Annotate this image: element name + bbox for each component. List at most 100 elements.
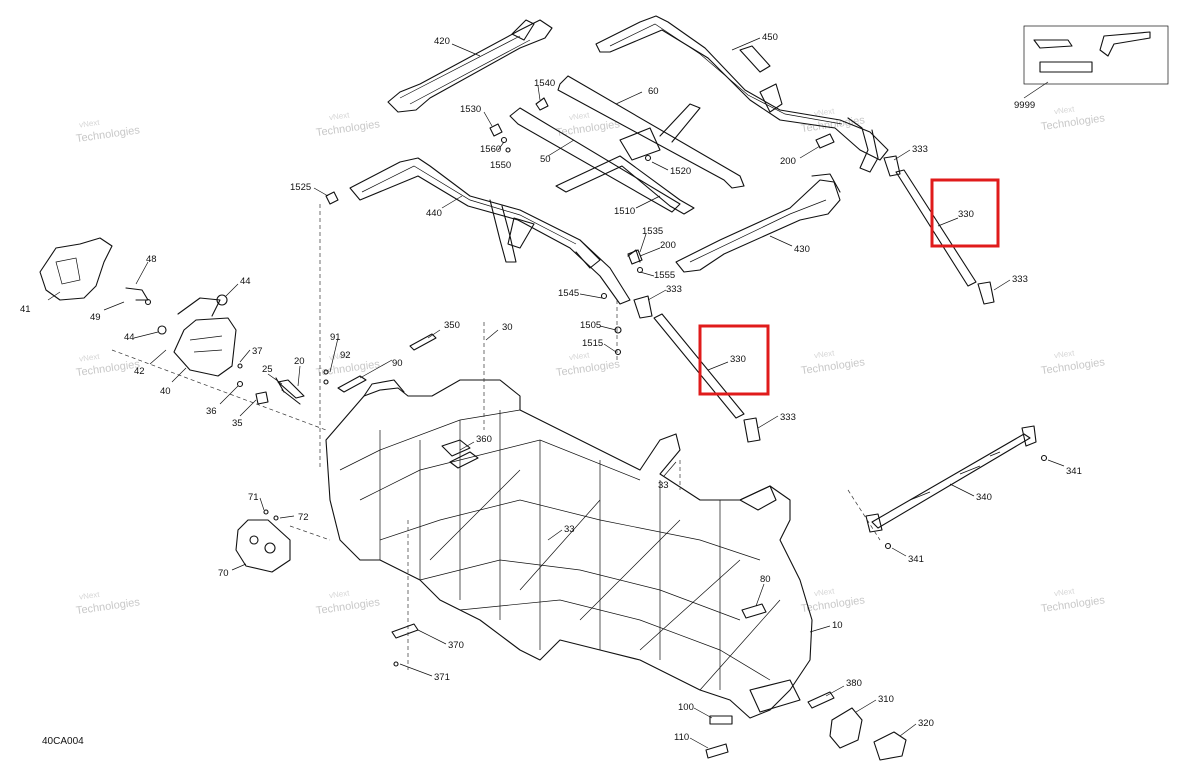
part-label: 333 [1012,274,1028,285]
part-label: 1550 [490,160,511,171]
part-330-lower-drawing [633,295,761,443]
part-440-drawing [349,157,631,305]
highlight-box-part-330-lower[interactable] [698,324,770,396]
part-label: 350 [444,320,460,331]
part-420-drawing [387,19,553,113]
diagram-code: 40CA004 [42,736,84,747]
svg-text:vNext: vNext [568,350,590,362]
part-label: 49 [90,312,101,323]
svg-text:Technologies: Technologies [555,118,621,139]
part-label: 92 [340,350,351,361]
part-label: 9999 [1014,100,1035,111]
part-label: 1505 [580,320,601,331]
small-parts-left [236,363,305,405]
svg-text:Technologies: Technologies [1040,356,1106,377]
svg-text:vNext: vNext [813,106,835,118]
svg-text:Technologies: Technologies [315,118,381,139]
svg-text:Technologies: Technologies [315,358,381,379]
part-label: 360 [476,434,492,445]
part-label: 1515 [582,338,603,349]
svg-text:vNext: vNext [79,590,101,602]
svg-text:vNext: vNext [328,110,350,122]
part-label: 200 [780,156,796,167]
part-label: 333 [666,284,682,295]
part-label: 80 [760,574,771,585]
part-label: 1535 [642,226,663,237]
fasteners [325,97,835,356]
part-label: 70 [218,568,229,579]
part-label: 25 [262,364,273,375]
small-parts-center [323,333,437,393]
highlight-box-part-330-upper[interactable] [930,178,1000,248]
svg-text:Technologies: Technologies [1040,112,1106,133]
svg-text:Technologies: Technologies [555,358,621,379]
part-label: 48 [146,254,157,265]
part-label: 42 [134,366,145,377]
part-340-drawing [865,425,1048,550]
part-label: 1555 [654,270,675,281]
part-label: 341 [908,554,924,565]
part-label: 1520 [670,166,691,177]
svg-text:vNext: vNext [328,350,350,362]
part-label: 37 [252,346,263,357]
svg-text:vNext: vNext [79,352,101,364]
leader-lines [47,37,1065,749]
part-label-highlighted: 330 [958,209,974,220]
part-labels: 420 450 9999 1540 60 1530 1560 1550 50 1… [20,32,1082,743]
svg-text:vNext: vNext [813,348,835,360]
part-label: 10 [832,620,843,631]
part-label: 420 [434,36,450,47]
part-label: 35 [232,418,243,429]
part-label: 41 [20,304,31,315]
svg-text:vNext: vNext [1053,348,1075,360]
part-label: 40 [160,386,171,397]
part-label: 1510 [614,206,635,217]
part-430-drawing [675,173,841,273]
part-label: 370 [448,640,464,651]
part-label: 430 [794,244,810,255]
assembly-lines [111,204,881,670]
svg-text:vNext: vNext [1053,104,1075,116]
part-label: 60 [648,86,659,97]
part-label: 33 [658,480,669,491]
part-40-drawing [125,287,237,377]
part-label: 200 [660,240,676,251]
small-parts-bottom [391,603,907,761]
part-label: 90 [392,358,403,369]
part-9999-drawing [1023,25,1169,85]
svg-text:vNext: vNext [328,588,350,600]
svg-text:vNext: vNext [568,110,590,122]
part-label: 310 [878,694,894,705]
part-label: 320 [918,718,934,729]
part-label: 33 [564,524,575,535]
svg-text:Technologies: Technologies [1040,594,1106,615]
part-label: 1525 [290,182,311,193]
part-label: 371 [434,672,450,683]
part-label: 44 [124,332,135,343]
part-label: 440 [426,208,442,219]
part-330-upper-drawing [883,155,995,305]
part-41-drawing [39,237,113,301]
part-label: 1560 [480,144,501,155]
part-label: 91 [330,332,341,343]
part-10-chassis-drawing [325,379,813,719]
part-label: 110 [674,732,689,743]
svg-text:vNext: vNext [1053,586,1075,598]
part-label: 50 [540,154,551,165]
part-label-highlighted: 330 [730,354,746,365]
part-label: 20 [294,356,305,367]
part-label: 72 [298,512,309,523]
svg-text:Technologies: Technologies [800,356,866,377]
part-label: 30 [502,322,513,333]
part-label: 1545 [558,288,579,299]
svg-text:vNext: vNext [813,586,835,598]
part-360-drawing [441,439,479,469]
svg-text:Technologies: Technologies [315,596,381,617]
part-label: 450 [762,32,778,43]
part-label: 340 [976,492,992,503]
part-label: 44 [240,276,251,287]
svg-text:vNext: vNext [79,118,101,130]
